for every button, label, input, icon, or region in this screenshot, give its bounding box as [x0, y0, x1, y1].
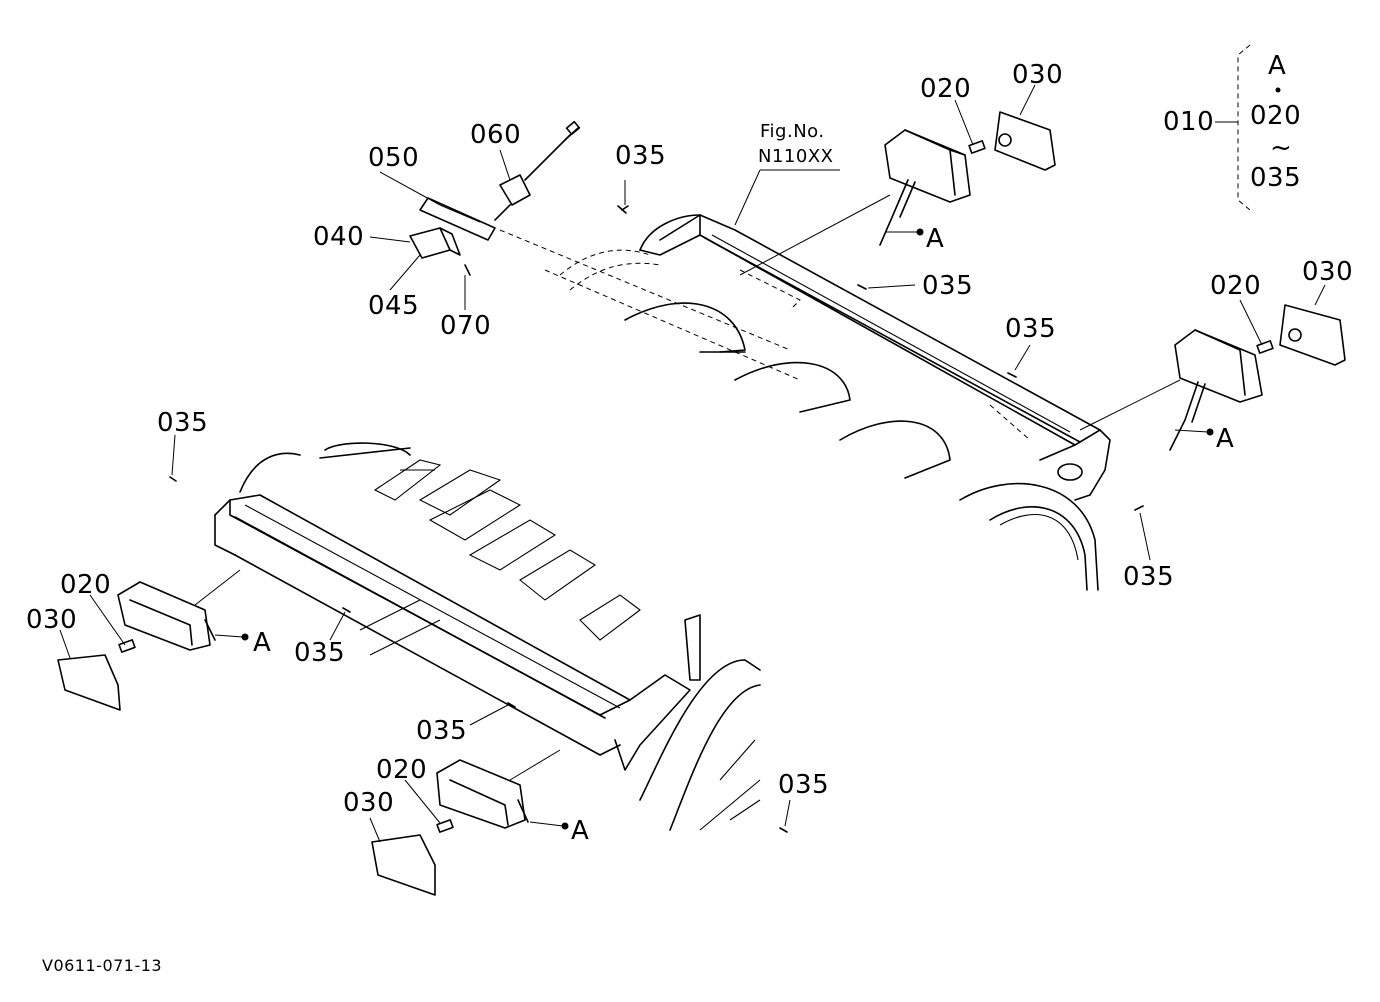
leader-lines: [59, 84, 1326, 843]
rear-light-right: [1169, 304, 1346, 451]
callout-040: 040: [313, 222, 365, 252]
callout-060: 060: [470, 120, 522, 150]
callout-030-front-bottom: 030: [343, 788, 395, 818]
callout-020-front-bottom: 020: [376, 755, 428, 785]
callout-030-rear-right: 030: [1302, 257, 1354, 287]
callout-035-lower-mid: 035: [416, 716, 468, 746]
fig-no-label: Fig.No.: [760, 121, 825, 142]
front-grille: [359, 459, 641, 656]
callout-035-fender: 035: [1123, 562, 1175, 592]
drawing-code: V0611-071-13: [42, 956, 163, 975]
callout-020-rear-right: 020: [1210, 271, 1262, 301]
callout-050: 050: [368, 143, 420, 173]
connector-dots: [241, 228, 1214, 830]
assembly-key-bracket: [1215, 44, 1281, 211]
callout-035-lower-left: 035: [294, 638, 346, 668]
callout-035-right: 035: [1005, 314, 1057, 344]
callout-010: 010: [1163, 107, 1215, 137]
switch-assembly: [409, 120, 581, 276]
bolts: [169, 205, 1144, 833]
roof-contours: [499, 229, 1031, 479]
assembly-key-to: 035: [1250, 163, 1302, 193]
connector-a-rear-right: A: [1216, 424, 1235, 454]
callout-035-top: 035: [615, 141, 667, 171]
rear-light-bar: [639, 214, 1111, 501]
front-light-left: [57, 581, 216, 711]
callout-030-front-left: 030: [26, 605, 78, 635]
callout-020-front-left: 020: [60, 570, 112, 600]
callout-035-lower-right: 035: [778, 770, 830, 800]
front-fender: [639, 614, 761, 831]
connector-a-front-bottom: A: [571, 816, 590, 846]
callout-045: 045: [368, 291, 420, 321]
connector-a-rear-left: A: [926, 224, 945, 254]
assembly-key-from: 020: [1250, 101, 1302, 131]
fig-no-value: N110XX: [758, 146, 834, 167]
callout-070: 070: [440, 311, 492, 341]
connector-a-front-left: A: [253, 628, 272, 658]
assembly-key-top: A: [1268, 51, 1287, 81]
callout-035-mid: 035: [922, 271, 974, 301]
front-light-bottom: [371, 759, 529, 896]
callout-035-left: 035: [157, 408, 209, 438]
rear-fender: [959, 482, 1099, 591]
callout-020-rear-left: 020: [920, 74, 972, 104]
front-light-bar: [214, 442, 691, 771]
callout-030-rear-left: 030: [1012, 60, 1064, 90]
rear-light-left: [879, 111, 1056, 246]
assembly-key-tilde: ~: [1270, 133, 1293, 163]
